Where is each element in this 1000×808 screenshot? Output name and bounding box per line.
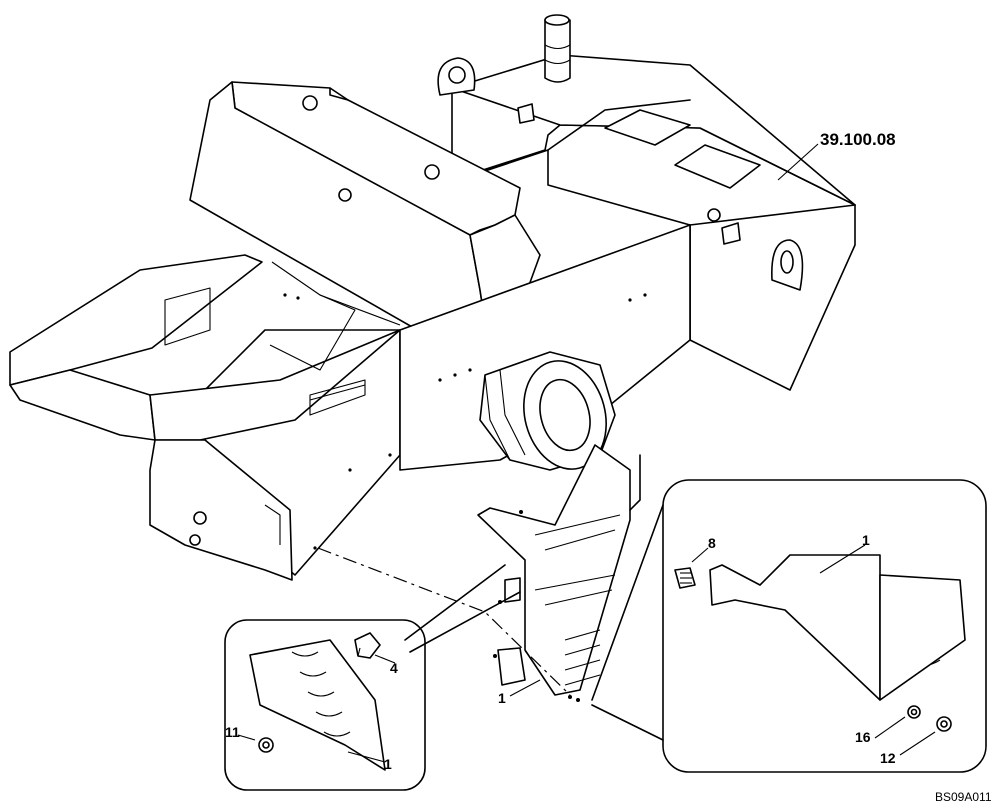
main-part-leader	[509, 679, 541, 697]
callout-right-part: 1	[862, 532, 870, 548]
slew-ring	[479, 351, 616, 471]
detail-right	[591, 479, 987, 773]
callout-right-bolt: 8	[708, 535, 716, 551]
frame-holes	[283, 293, 647, 550]
counterweight	[437, 14, 856, 391]
drawing-code: BS09A011	[935, 790, 992, 804]
assembly-line	[317, 547, 571, 696]
reference-label: 39.100.08	[820, 130, 896, 149]
detail-left	[224, 564, 521, 791]
callout-right-washer: 16	[855, 729, 871, 745]
reference-leader	[777, 143, 819, 181]
callout-left-nut: 11	[225, 724, 240, 740]
callout-left-part: 1	[384, 756, 392, 772]
callout-main-part: 1	[498, 690, 506, 706]
callout-right-nut: 12	[880, 750, 896, 766]
main-frame	[9, 224, 691, 581]
callout-left-bolt: 4	[390, 660, 398, 676]
step-assembly	[477, 444, 641, 702]
